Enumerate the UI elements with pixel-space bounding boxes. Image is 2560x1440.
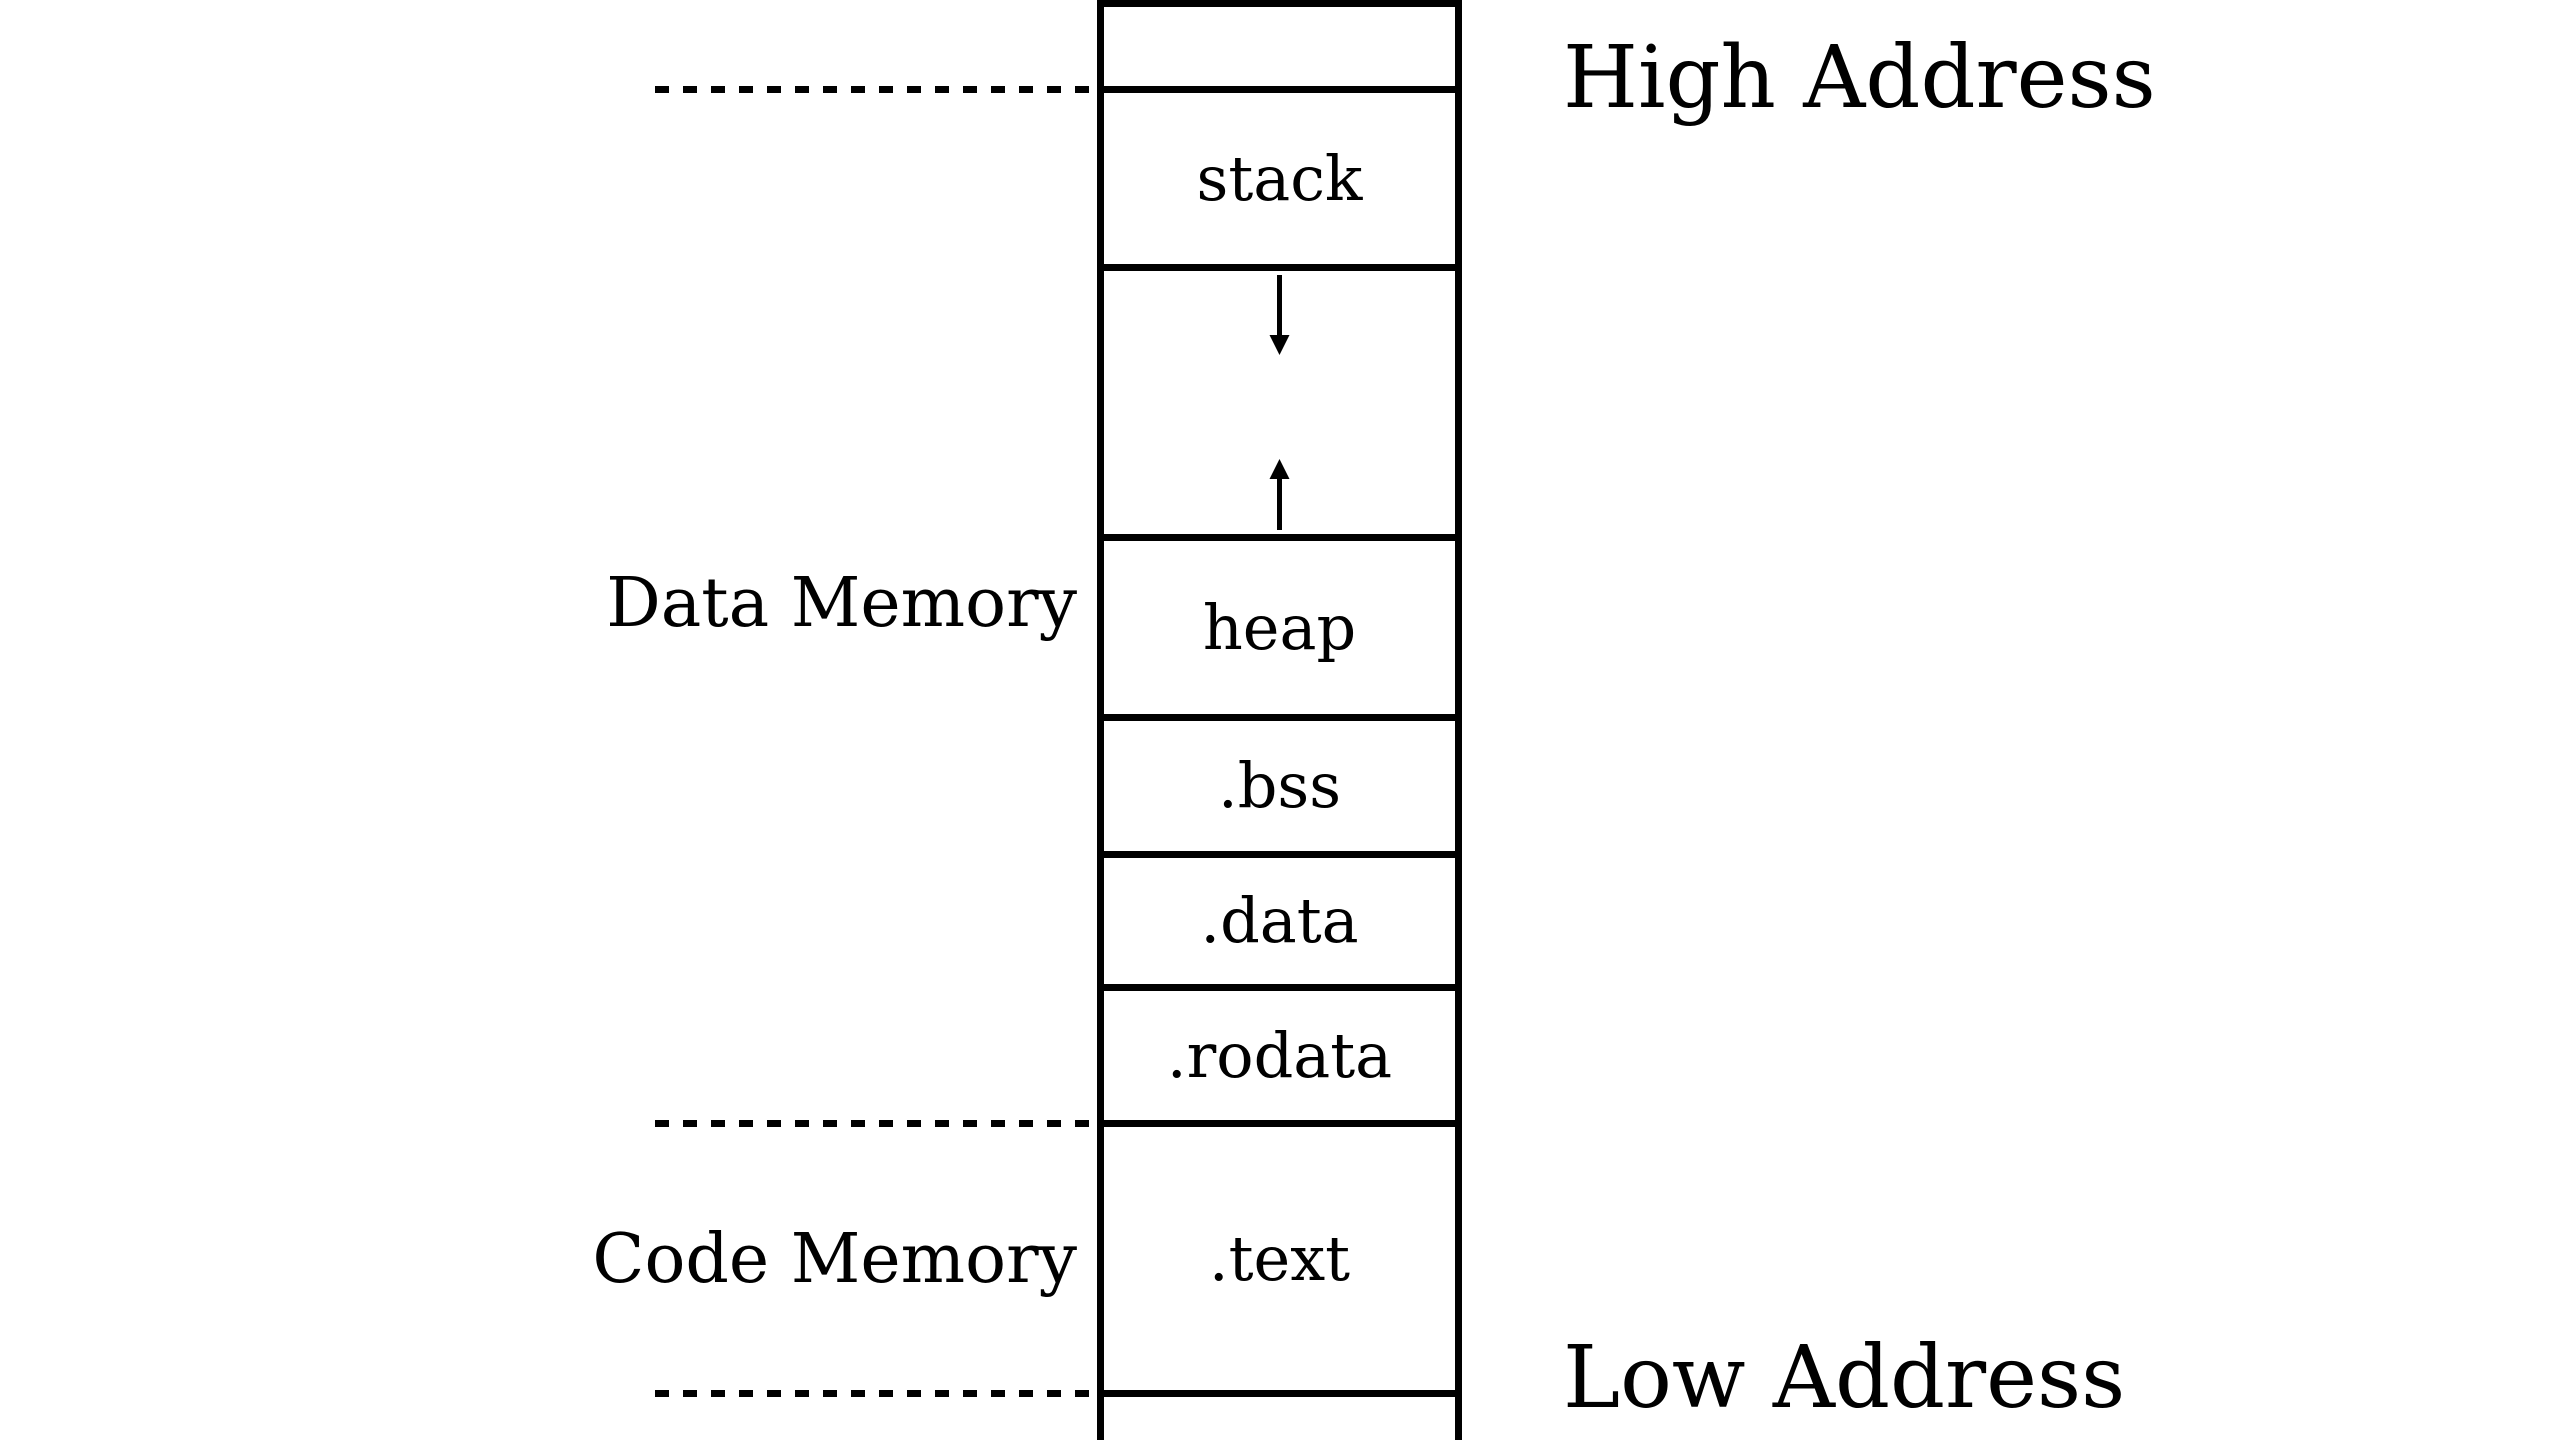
dashed-boundary-low xyxy=(655,1390,1100,1397)
dashed-boundary-data-code xyxy=(655,1120,1100,1127)
memory-segment-below-text xyxy=(1104,1397,1455,1440)
data-label: .data xyxy=(1200,884,1359,957)
arrow-down-icon xyxy=(1269,275,1290,355)
memory-segment-stack: stack xyxy=(1104,93,1455,271)
memory-segment-rodata: .rodata xyxy=(1104,991,1455,1127)
heap-label: heap xyxy=(1202,590,1357,664)
memory-segment-bss: .bss xyxy=(1104,721,1455,858)
rodata-label: .rodata xyxy=(1166,1018,1393,1092)
memory-column: stack heap .bss .data .roda xyxy=(1097,0,1462,1440)
memory-segment-heap: heap xyxy=(1104,541,1455,721)
memory-segment-data: .data xyxy=(1104,858,1455,991)
dashed-boundary-high xyxy=(655,86,1100,93)
growth-gap-region xyxy=(1104,271,1455,541)
stack-label: stack xyxy=(1196,141,1363,215)
text-label: .text xyxy=(1208,1221,1351,1295)
low-address-label: Low Address xyxy=(1563,1328,2126,1428)
memory-segment-text: .text xyxy=(1104,1127,1455,1397)
growth-arrows xyxy=(1269,275,1290,530)
bss-label: .bss xyxy=(1217,749,1342,822)
data-memory-label: Data Memory xyxy=(606,564,1077,643)
code-memory-label: Code Memory xyxy=(592,1220,1077,1299)
memory-segment-above-stack xyxy=(1104,0,1455,93)
arrow-up-icon xyxy=(1269,459,1290,530)
high-address-label: High Address xyxy=(1563,28,2156,128)
